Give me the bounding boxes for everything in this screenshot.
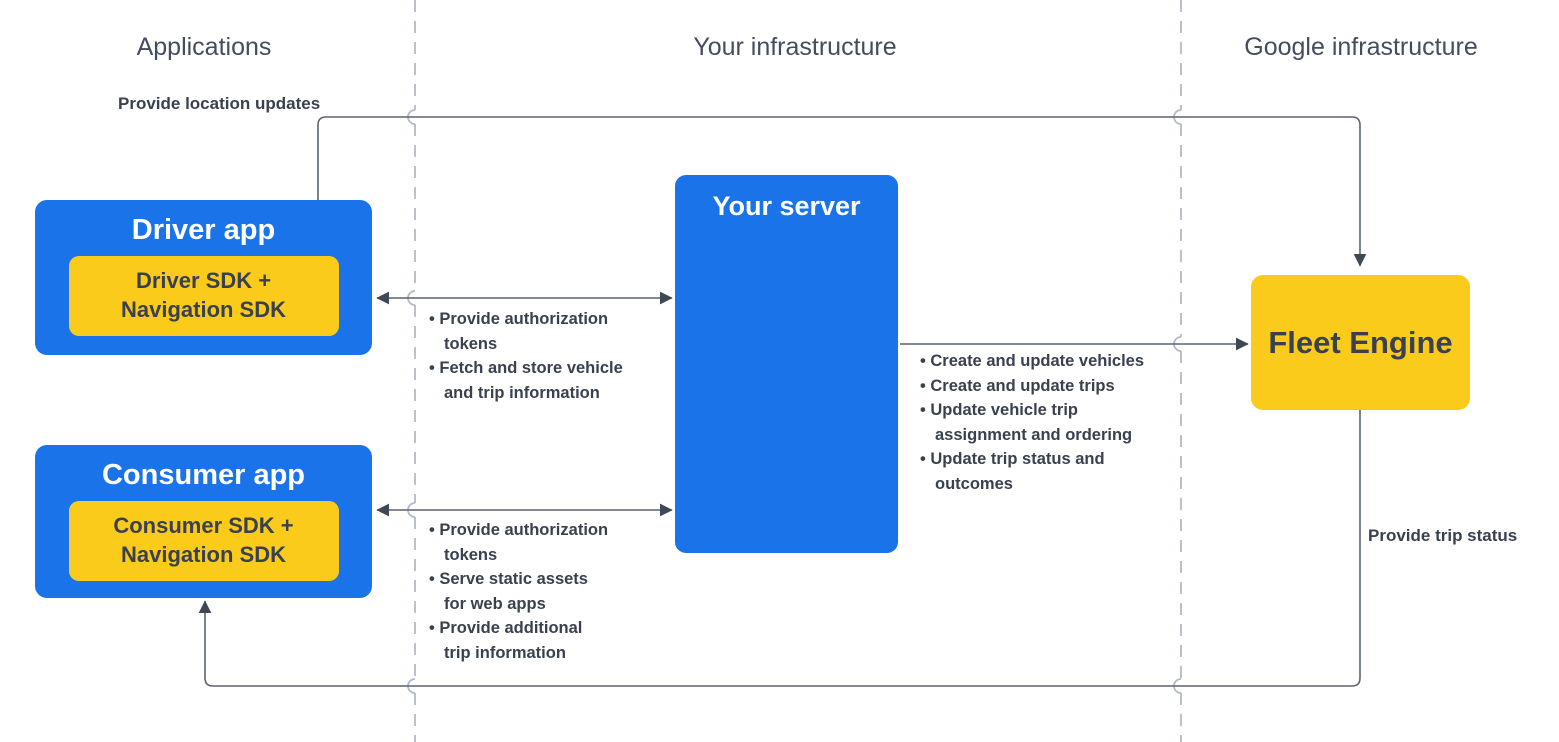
edge-driver-to-fleet-location-updates [317, 116, 1367, 267]
driver-server-bullet-list: Provide authorization tokensFetch and st… [429, 307, 669, 405]
bullet-item: Provide additional trip information [429, 616, 669, 665]
bullet-item: Provide authorization tokens [429, 307, 669, 356]
bullet-item: Update vehicle trip assignment and order… [920, 398, 1182, 447]
consumer-app-node: Consumer app Consumer SDK + Navigation S… [35, 445, 372, 598]
column-header-google-infrastructure: Google infrastructure [1244, 33, 1478, 61]
bullet-item: Provide authorization tokens [429, 518, 669, 567]
edge-fleet-to-consumer-trip-status [198, 410, 1361, 687]
your-server-node: Your server [675, 175, 898, 553]
trip-status-label: Provide trip status [1368, 526, 1518, 545]
driver-sdk-box: Driver SDK + Navigation SDK [68, 256, 339, 336]
bullet-item: Serve static assets for web apps [429, 567, 669, 616]
driver-app-title: Driver app [131, 214, 276, 246]
location-updates-label: Provide location updates [118, 94, 321, 113]
fleet-engine-title: Fleet Engine [1268, 324, 1453, 360]
divider-applications-infrastructure-jumps [407, 109, 416, 694]
consumer-sdk-box: Consumer SDK + Navigation SDK [68, 501, 339, 581]
driver-app-node: Driver app Driver SDK + Navigation SDK [35, 200, 372, 355]
bullet-item: Create and update vehicles [920, 349, 1182, 374]
consumer-server-bullet-list: Provide authorization tokensServe static… [429, 518, 669, 665]
column-header-your-infrastructure: Your infrastructure [693, 33, 897, 61]
bullet-item: Update trip status and outcomes [920, 447, 1182, 496]
server-fleet-bullet-list: Create and update vehiclesCreate and upd… [920, 349, 1182, 496]
your-server-title: Your server [712, 191, 861, 221]
fleet-engine-node: Fleet Engine [1251, 275, 1470, 410]
bullet-item: Create and update trips [920, 374, 1182, 399]
column-header-applications: Applications [136, 33, 272, 61]
bullet-item: Fetch and store vehicle and trip informa… [429, 356, 669, 405]
consumer-app-title: Consumer app [101, 459, 306, 491]
